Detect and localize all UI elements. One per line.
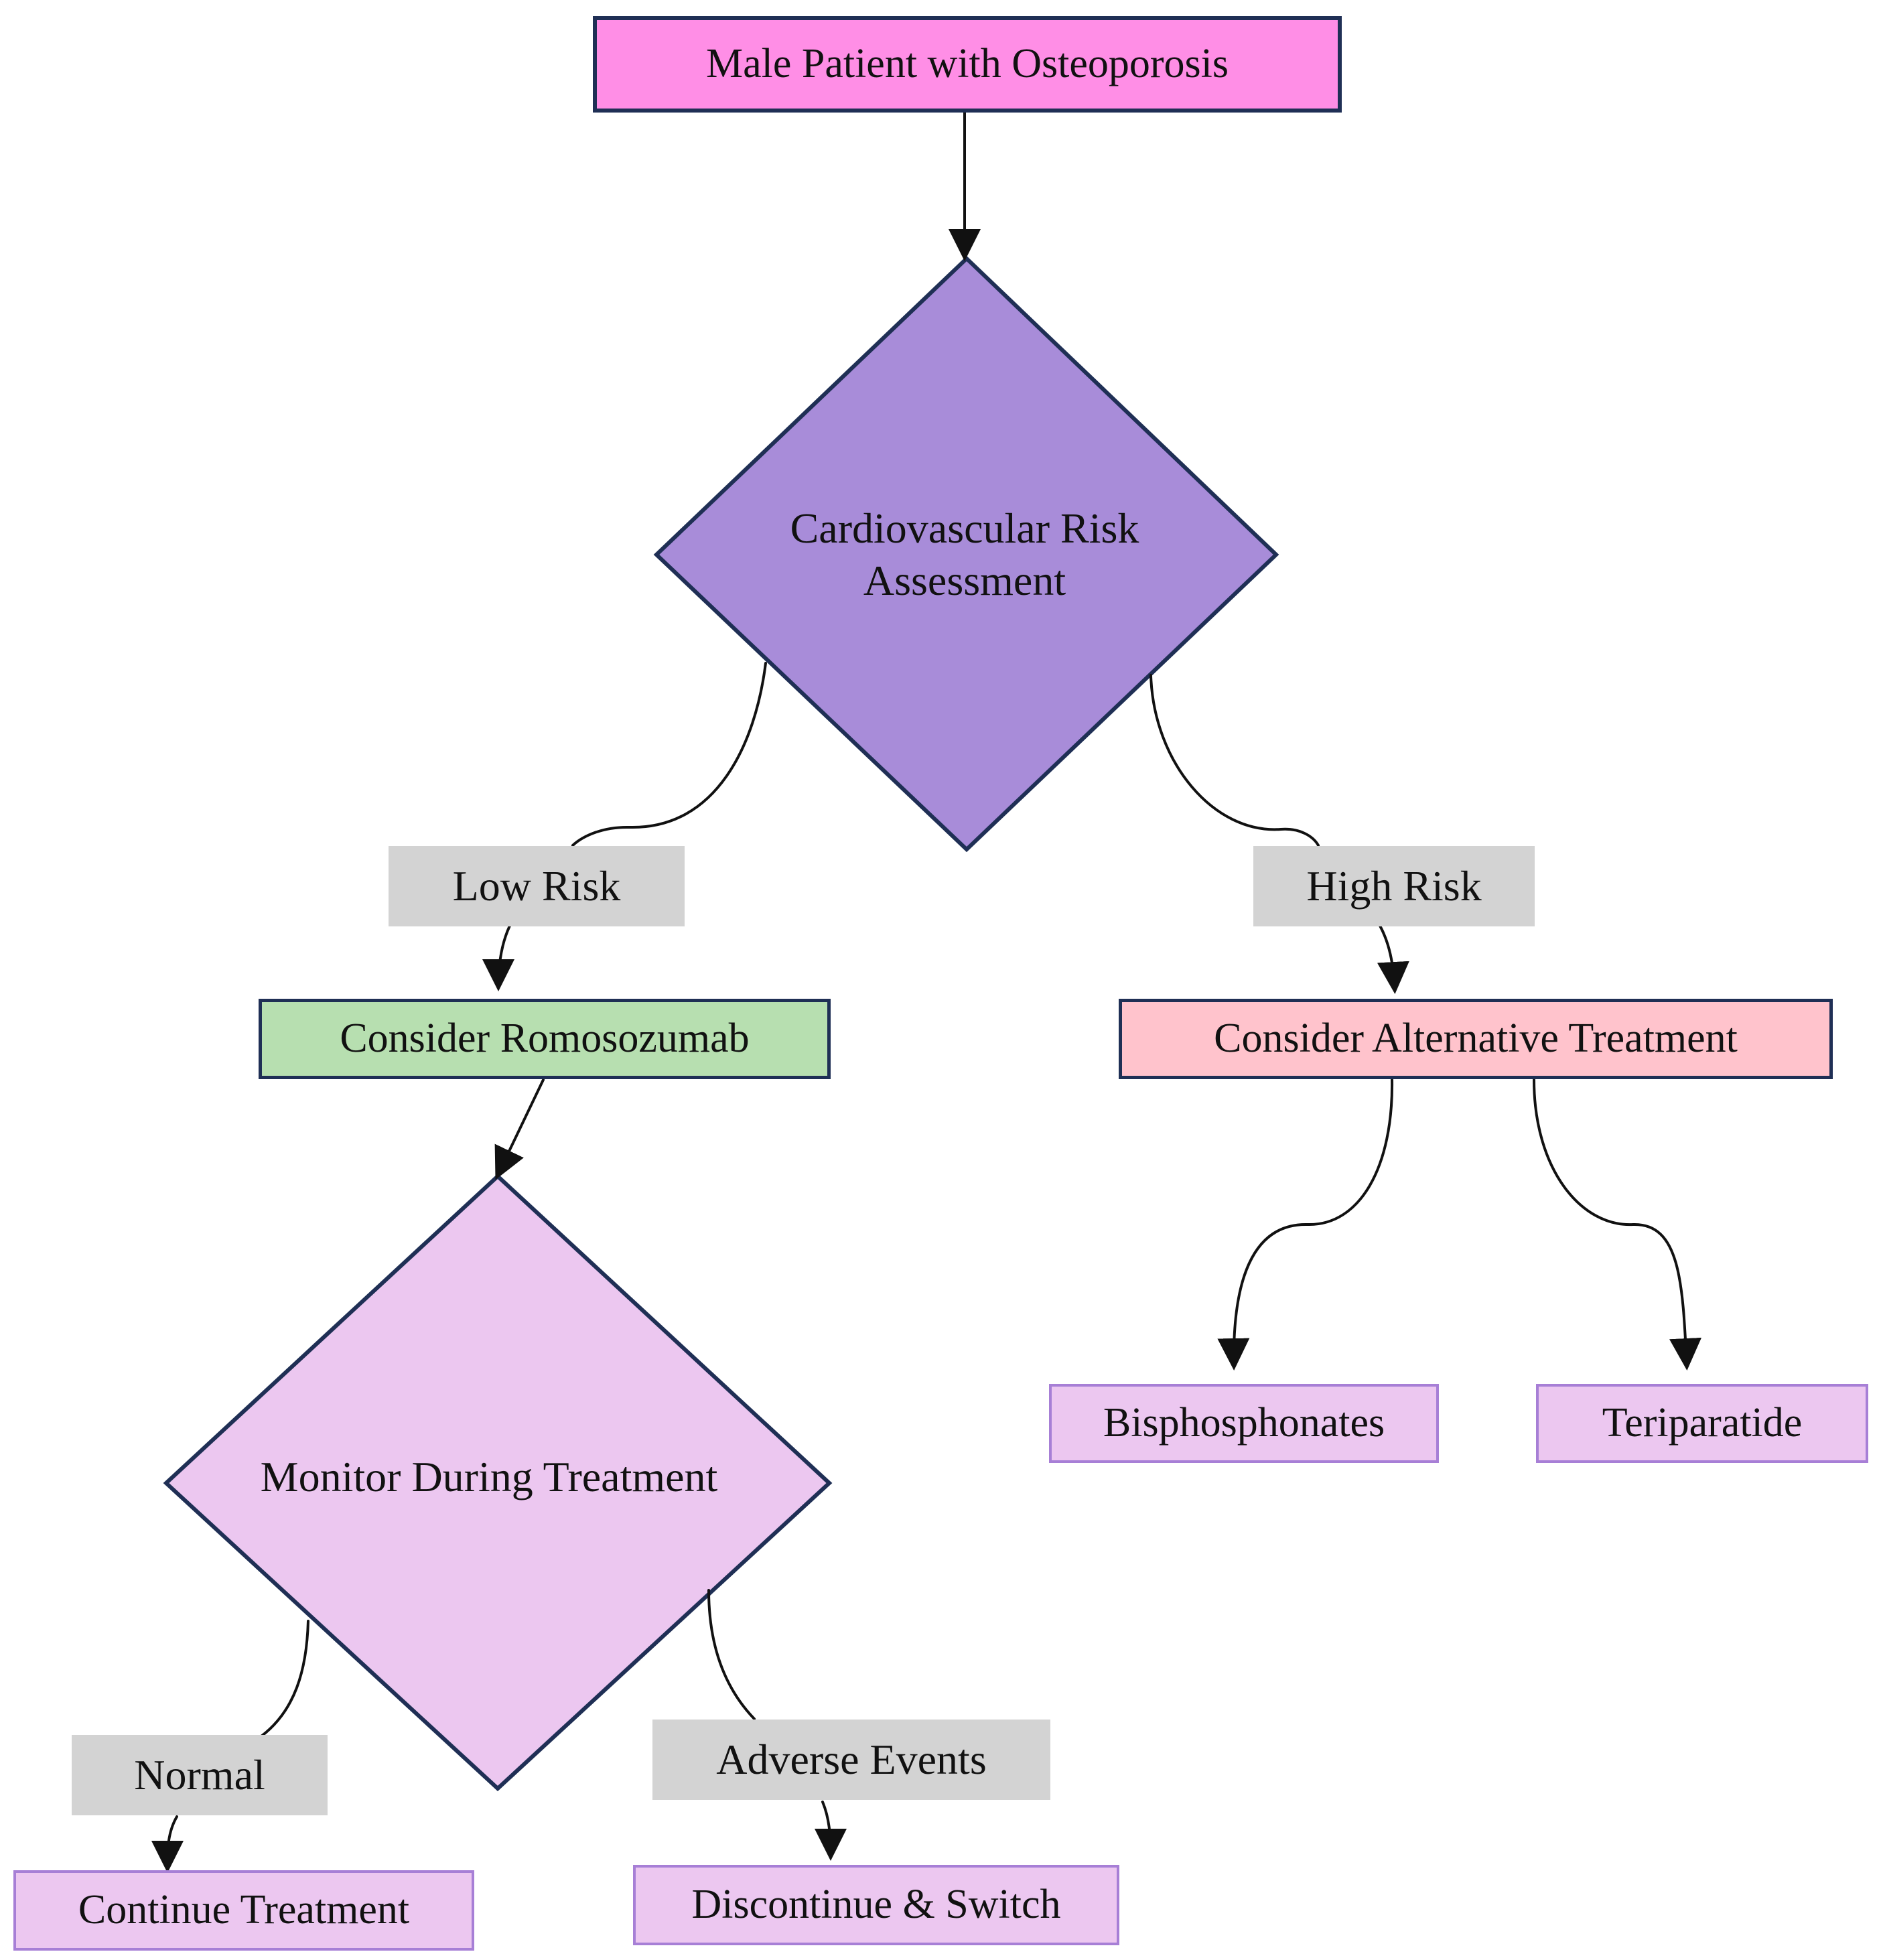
connector-romosozumab-to-monitor — [494, 1078, 545, 1180]
bisphosphonates-box: Bisphosphonates — [1049, 1384, 1439, 1463]
connector-alternative-to-bisphosphonates — [1217, 1078, 1394, 1371]
consider-alternative-treatment-box: Consider Alternative Treatment — [1119, 999, 1833, 1079]
connector-monitor-to-adverse-events — [707, 1589, 756, 1720]
monitor-during-treatment-diamond — [163, 1173, 833, 1792]
monitor-during-treatment-label: Monitor During Treatment — [260, 1452, 718, 1500]
connector-risk-to-high-risk — [1150, 674, 1320, 847]
high-risk-chip: High Risk — [1253, 846, 1535, 926]
adverse-events-chip: Adverse Events — [652, 1720, 1050, 1800]
connector-adverse-events-to-discontinue — [814, 1801, 847, 1861]
teriparatide-box: Teriparatide — [1536, 1384, 1868, 1463]
normal-chip: Normal — [72, 1735, 328, 1815]
risk-assessment-diamond — [653, 255, 1279, 853]
connector-monitor-to-normal — [260, 1620, 309, 1738]
low-risk-chip: Low Risk — [389, 846, 685, 926]
continue-treatment-box: Continue Treatment — [13, 1870, 474, 1951]
start-node: Male Patient with Osteoporosis — [593, 16, 1342, 113]
connector-low-risk-to-romosozumab — [482, 924, 515, 991]
consider-romosozumab-box: Consider Romosozumab — [259, 999, 831, 1079]
connector-high-risk-to-alternative — [1377, 924, 1409, 994]
connector-normal-to-continue — [151, 1815, 184, 1873]
connector-risk-to-low-risk — [571, 662, 767, 847]
connector-alternative-to-teriparatide — [1533, 1078, 1702, 1371]
risk-assessment-label: Cardiovascular Risk Assessment — [790, 504, 1139, 604]
discontinue-and-switch-box: Discontinue & Switch — [633, 1865, 1119, 1945]
